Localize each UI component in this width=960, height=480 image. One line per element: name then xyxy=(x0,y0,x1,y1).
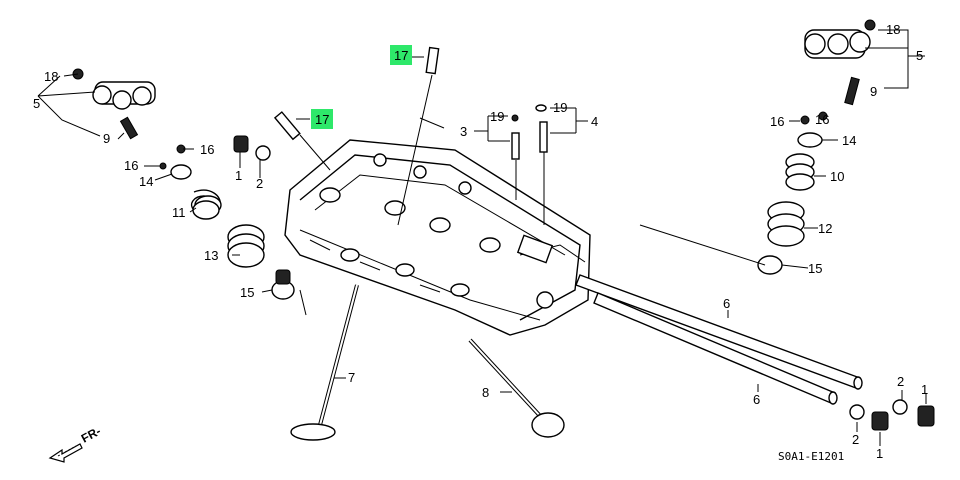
callout-2-left: 2 xyxy=(256,176,263,191)
rocker-arm-right xyxy=(804,19,876,106)
callout-5-left: 5 xyxy=(33,96,40,111)
valve-exhaust xyxy=(468,338,565,438)
callout-12: 12 xyxy=(818,221,832,236)
callout-1-left: 1 xyxy=(235,168,242,183)
rocker-arm-left xyxy=(72,68,156,140)
callout-3: 3 xyxy=(460,124,467,139)
callout-15-left: 15 xyxy=(240,285,254,300)
stud-bolt-top xyxy=(397,46,440,226)
callout-4: 4 xyxy=(591,114,598,129)
rocker-shaft-top xyxy=(575,274,863,390)
rocker-shaft-bottom xyxy=(593,292,838,405)
callout-16-right-b: 16 xyxy=(815,112,829,127)
callout-17-left: 17 xyxy=(315,112,329,127)
callout-1-far: 1 xyxy=(921,382,928,397)
spring-right-12 xyxy=(767,201,805,247)
callout-6-bottom: 6 xyxy=(753,392,760,407)
callout-19-a: 19 xyxy=(490,109,504,124)
callout-14-left: 14 xyxy=(139,174,153,189)
diagram-code: S0A1-E1201 xyxy=(778,450,844,463)
callout-1-bottom: 1 xyxy=(876,446,883,461)
callout-5-right: 5 xyxy=(916,48,923,63)
front-direction-arrow: FR- xyxy=(48,424,103,463)
callout-19-b: 19 xyxy=(553,100,567,115)
callout-16-left-a: 16 xyxy=(200,142,214,157)
callout-2-far: 2 xyxy=(897,374,904,389)
spring-left-13 xyxy=(227,224,265,268)
callout-7: 7 xyxy=(348,370,355,385)
stud-bolt-left xyxy=(273,111,331,171)
callout-17-top: 17 xyxy=(394,48,408,63)
callout-11: 11 xyxy=(172,205,186,220)
callout-6-top: 6 xyxy=(723,296,730,311)
callout-8: 8 xyxy=(482,385,489,400)
callout-13: 13 xyxy=(204,248,218,263)
callout-2-bottom: 2 xyxy=(852,432,859,447)
left-small-parts xyxy=(159,135,271,180)
highlight-17-left xyxy=(311,109,333,129)
callout-18-left: 18 xyxy=(44,69,58,84)
cylinder-head xyxy=(284,139,591,336)
spring-left-11 xyxy=(190,189,222,220)
callout-14-right: 14 xyxy=(842,133,856,148)
callout-10: 10 xyxy=(830,169,844,184)
spring-right-10 xyxy=(785,153,815,191)
leader-lines xyxy=(37,29,927,446)
right-small-parts xyxy=(797,111,828,148)
bottom-right-parts xyxy=(849,399,935,431)
valve-intake xyxy=(290,284,359,441)
callout-15-right: 15 xyxy=(808,261,822,276)
callout-16-left-b: 16 xyxy=(124,158,138,173)
seal-right-15 xyxy=(757,255,783,275)
direction-label: FR- xyxy=(79,424,103,446)
callout-18-right: 18 xyxy=(886,22,900,37)
valve-guides xyxy=(511,104,548,225)
callout-16-right-a: 16 xyxy=(770,114,784,129)
highlight-17-top xyxy=(390,45,412,65)
callout-9-left: 9 xyxy=(103,131,110,146)
seal-left-15 xyxy=(271,269,295,300)
callout-9-right: 9 xyxy=(870,84,877,99)
